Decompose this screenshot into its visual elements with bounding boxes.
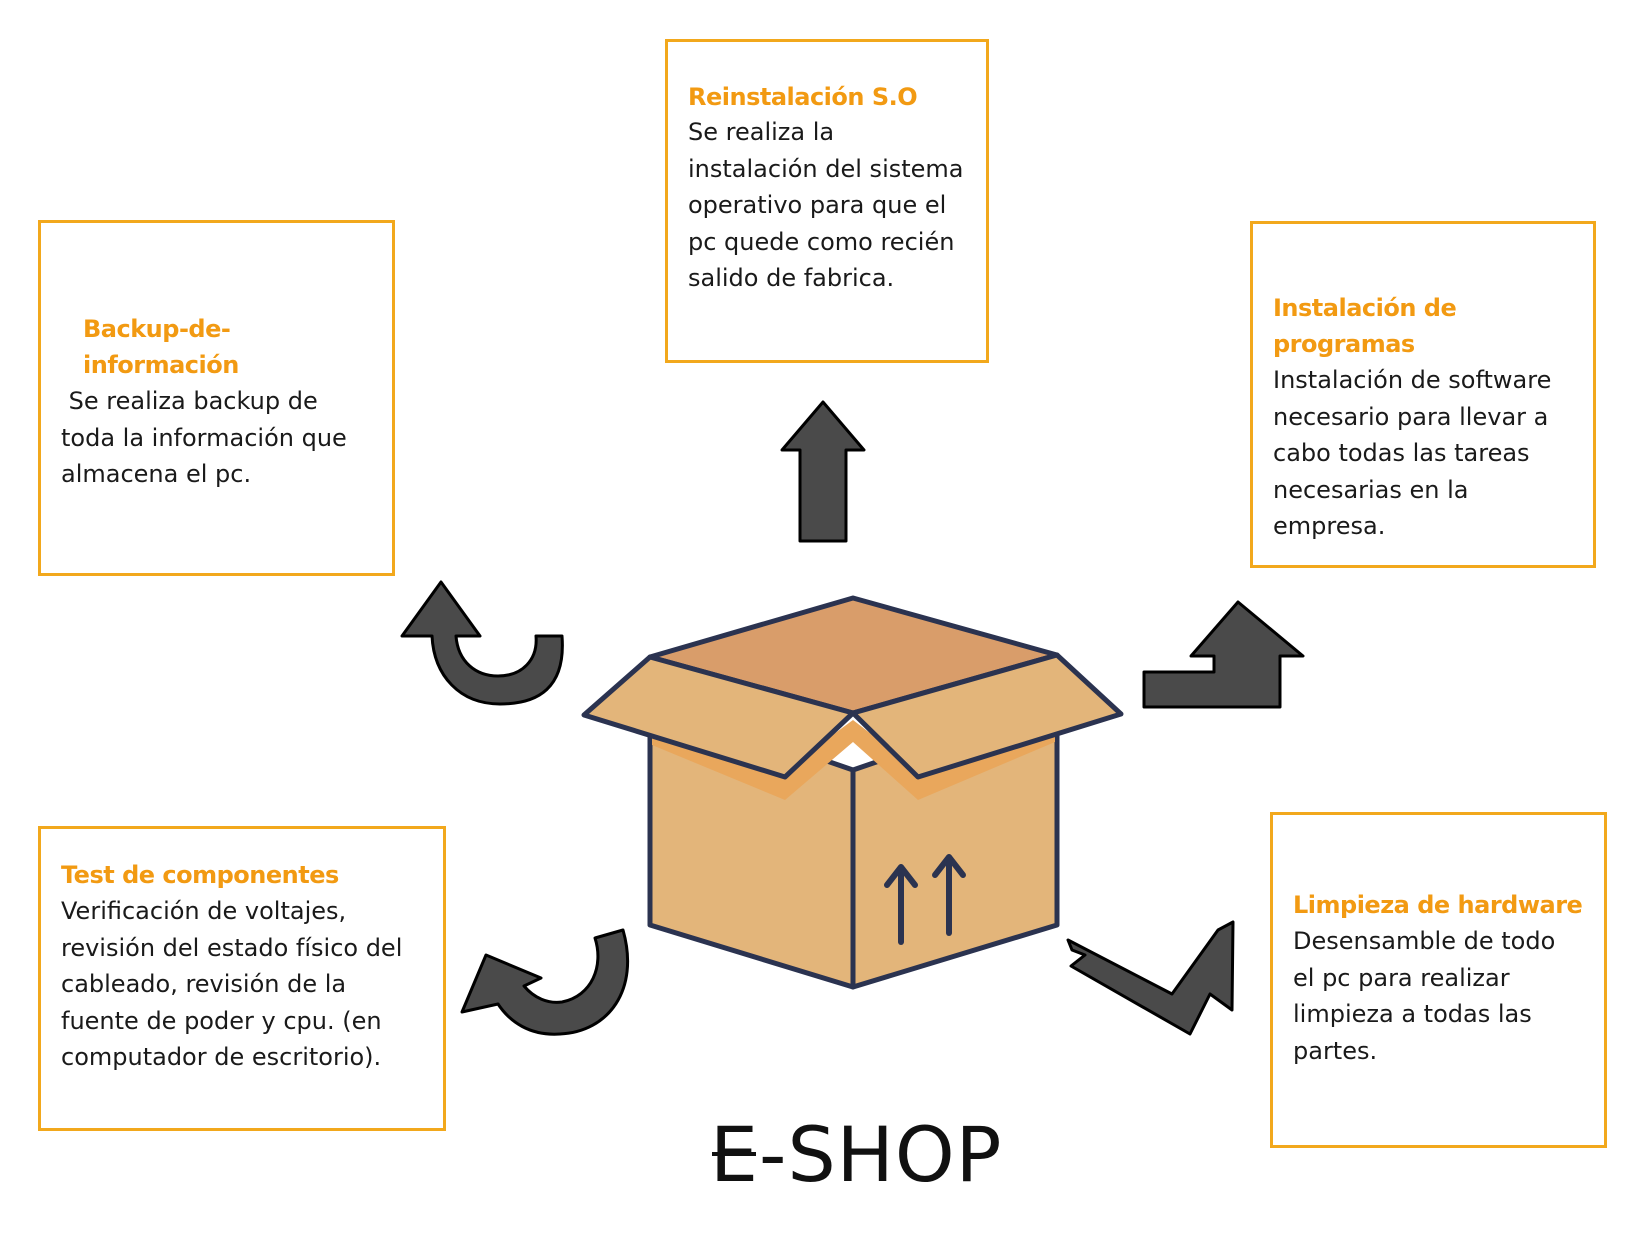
card-body: Se realiza backup de toda la información… — [61, 387, 355, 488]
card-backup-informacion: Backup-de-información Se realiza backup … — [38, 220, 395, 576]
card-body: Verificación de voltajes, revisión del e… — [61, 897, 411, 1071]
curved-arrow-icon — [400, 580, 564, 706]
card-title: Instalación de programas — [1273, 294, 1457, 358]
bent-arrow-icon — [1142, 600, 1305, 709]
card-title: Backup-de-información — [83, 315, 239, 379]
card-test-componentes: Test de componentes Verificación de volt… — [38, 826, 446, 1131]
bent-arrow-icon — [1066, 920, 1235, 1036]
card-limpieza-hardware: Limpieza de hardware Desensamble de todo… — [1270, 812, 1607, 1148]
brand-logo-text: E-SHOP — [710, 1110, 1003, 1199]
card-instalacion-programas: Instalación de programas Instalación de … — [1250, 221, 1596, 568]
card-reinstalacion-so: Reinstalación S.O Se realiza la instalac… — [665, 39, 989, 363]
brand-strike-mark — [712, 1152, 756, 1156]
card-title: Limpieza de hardware — [1293, 891, 1583, 919]
this-side-up-icon — [884, 854, 966, 945]
card-body: Instalación de software necesario para l… — [1273, 366, 1560, 540]
card-body: Se realiza la instalación del sistema op… — [688, 118, 972, 292]
card-title: Test de componentes — [61, 861, 339, 889]
card-body: Desensamble de todo el pc para realizar … — [1293, 927, 1563, 1065]
card-title: Reinstalación S.O — [688, 83, 918, 111]
open-box-icon — [581, 595, 1124, 990]
curved-arrow-icon — [460, 928, 629, 1036]
up-arrow-icon — [780, 400, 866, 543]
